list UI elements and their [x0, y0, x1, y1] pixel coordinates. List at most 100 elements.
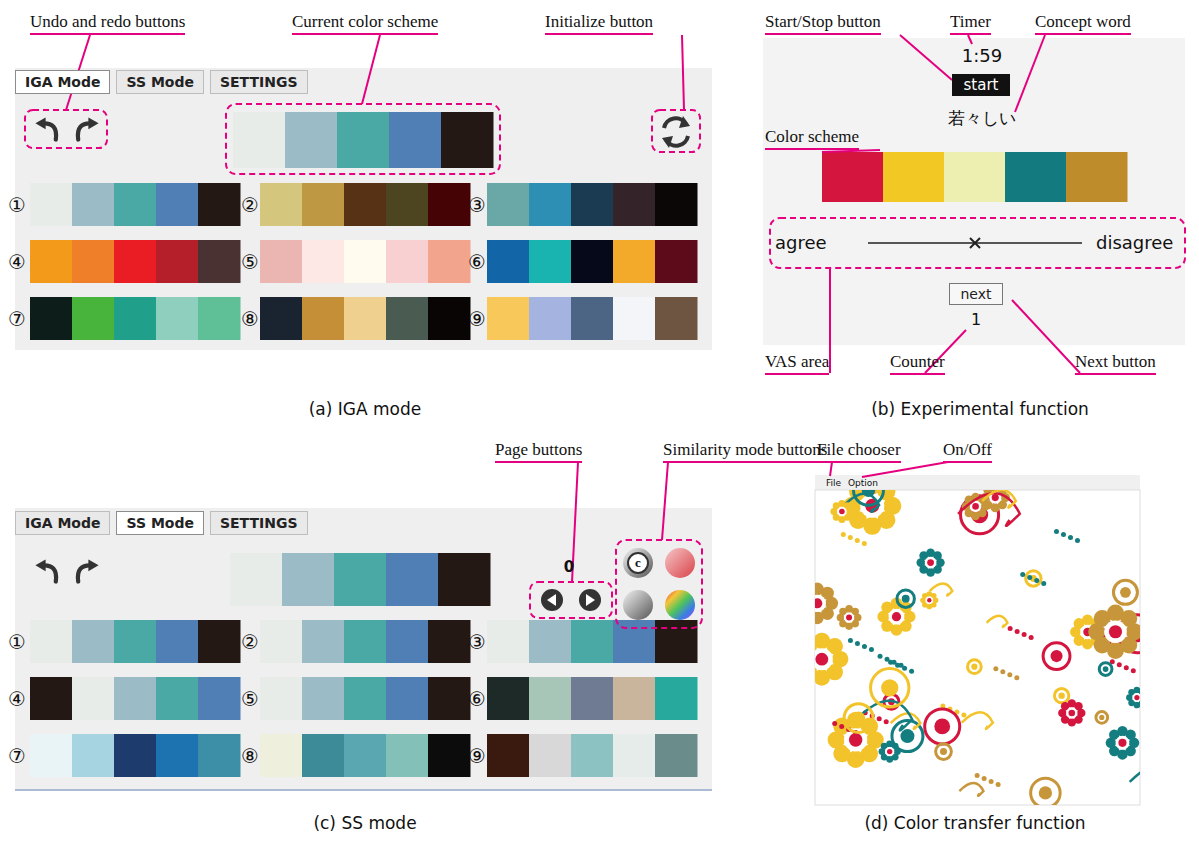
color-swatch — [389, 112, 442, 168]
color-swatch — [198, 620, 241, 663]
label: File — [826, 478, 841, 488]
dot — [855, 538, 860, 543]
dot — [1068, 535, 1073, 540]
color-swatch — [344, 183, 387, 226]
flower-center — [839, 509, 845, 515]
flower-center — [927, 598, 931, 602]
dot — [881, 679, 898, 696]
color-swatch — [72, 734, 115, 777]
callout-number: ⑥ — [468, 687, 486, 710]
callout-number: ① — [8, 193, 26, 216]
color-swatch — [334, 553, 387, 606]
color-swatch — [438, 553, 491, 606]
swirl — [987, 616, 1008, 627]
mode-tab: SETTINGS — [210, 70, 308, 94]
callout-number: ⑦ — [8, 744, 26, 767]
color-swatch — [487, 620, 530, 663]
dot — [996, 782, 1001, 787]
color-swatch — [337, 112, 390, 168]
color-swatch — [529, 183, 572, 226]
swirl — [958, 493, 1020, 526]
mode-tab: IGA Mode — [15, 511, 110, 535]
dot — [885, 657, 890, 662]
label: (d) Color transfer function — [864, 814, 1085, 834]
color-swatch — [655, 677, 698, 720]
callout-boxes — [25, 104, 1185, 628]
color-swatch — [198, 734, 241, 777]
dot — [862, 644, 867, 649]
flower-center — [1115, 736, 1129, 750]
ring — [1054, 688, 1068, 702]
color-swatch — [260, 620, 303, 663]
color-swatch — [386, 240, 429, 283]
dot — [862, 541, 867, 546]
flower-center — [927, 559, 934, 566]
callout-label: Concept word — [1035, 12, 1131, 35]
label: (b) Experimental function — [871, 400, 1089, 420]
dot — [1061, 532, 1066, 537]
callout-label: File chooser — [817, 440, 901, 463]
callout-label: Next button — [1075, 352, 1156, 375]
flower-center — [887, 749, 892, 754]
label: Option — [848, 478, 878, 488]
color-swatch — [344, 240, 387, 283]
color-swatch — [114, 183, 157, 226]
ring — [897, 590, 914, 607]
flower-center — [925, 557, 937, 569]
color-swatch — [571, 183, 614, 226]
flower-center — [926, 597, 934, 605]
next-button: next — [949, 283, 1002, 305]
callout-number: ⑤ — [241, 250, 259, 273]
label: agree — [775, 233, 827, 254]
swirl — [930, 584, 953, 596]
ring — [1113, 580, 1137, 604]
callout-number: ③ — [468, 630, 486, 653]
color-swatch — [198, 240, 241, 283]
color-swatch — [428, 297, 471, 340]
swirl — [982, 490, 1016, 508]
flower-center — [892, 612, 901, 621]
button-text: SETTINGS — [220, 515, 298, 531]
flower-center — [1118, 739, 1126, 747]
color-swatch — [487, 297, 530, 340]
callout-number: ⑧ — [241, 744, 259, 767]
callout-label: Undo and redo buttons — [30, 12, 185, 35]
label: disagree — [1096, 233, 1173, 254]
color-swatch — [655, 734, 698, 777]
dot — [1058, 692, 1064, 698]
callout-label: On/Off — [943, 440, 992, 463]
label: 1:59 — [962, 46, 1002, 67]
dot — [877, 716, 882, 721]
dot — [1015, 629, 1020, 634]
button-text: SS Mode — [126, 515, 193, 531]
vas-scale — [868, 238, 1082, 248]
dot — [940, 748, 947, 755]
dot — [839, 724, 844, 729]
color-swatch — [428, 677, 471, 720]
dot — [1034, 578, 1039, 583]
callout-label: Current color scheme — [292, 12, 438, 35]
callout-number: ④ — [8, 687, 26, 710]
color-swatch — [30, 183, 73, 226]
callout-number: ⑤ — [241, 687, 259, 710]
color-swatch — [114, 620, 157, 663]
label: 若々しい — [948, 109, 1016, 129]
color-swatch — [198, 677, 241, 720]
callout-label: Timer — [950, 12, 991, 35]
color-swatch — [487, 183, 530, 226]
callout-number: ⑨ — [468, 744, 486, 767]
swirl — [959, 783, 983, 796]
color-swatch — [487, 677, 530, 720]
color-swatch — [1005, 152, 1067, 202]
color-swatch — [156, 677, 199, 720]
color-swatch — [198, 183, 241, 226]
color-swatch — [428, 734, 471, 777]
color-swatch — [386, 734, 429, 777]
color-swatch — [285, 112, 338, 168]
color-swatch — [571, 734, 614, 777]
color-swatch — [260, 240, 303, 283]
ring — [968, 660, 982, 674]
dot — [1120, 587, 1131, 598]
color-swatch — [571, 620, 614, 663]
